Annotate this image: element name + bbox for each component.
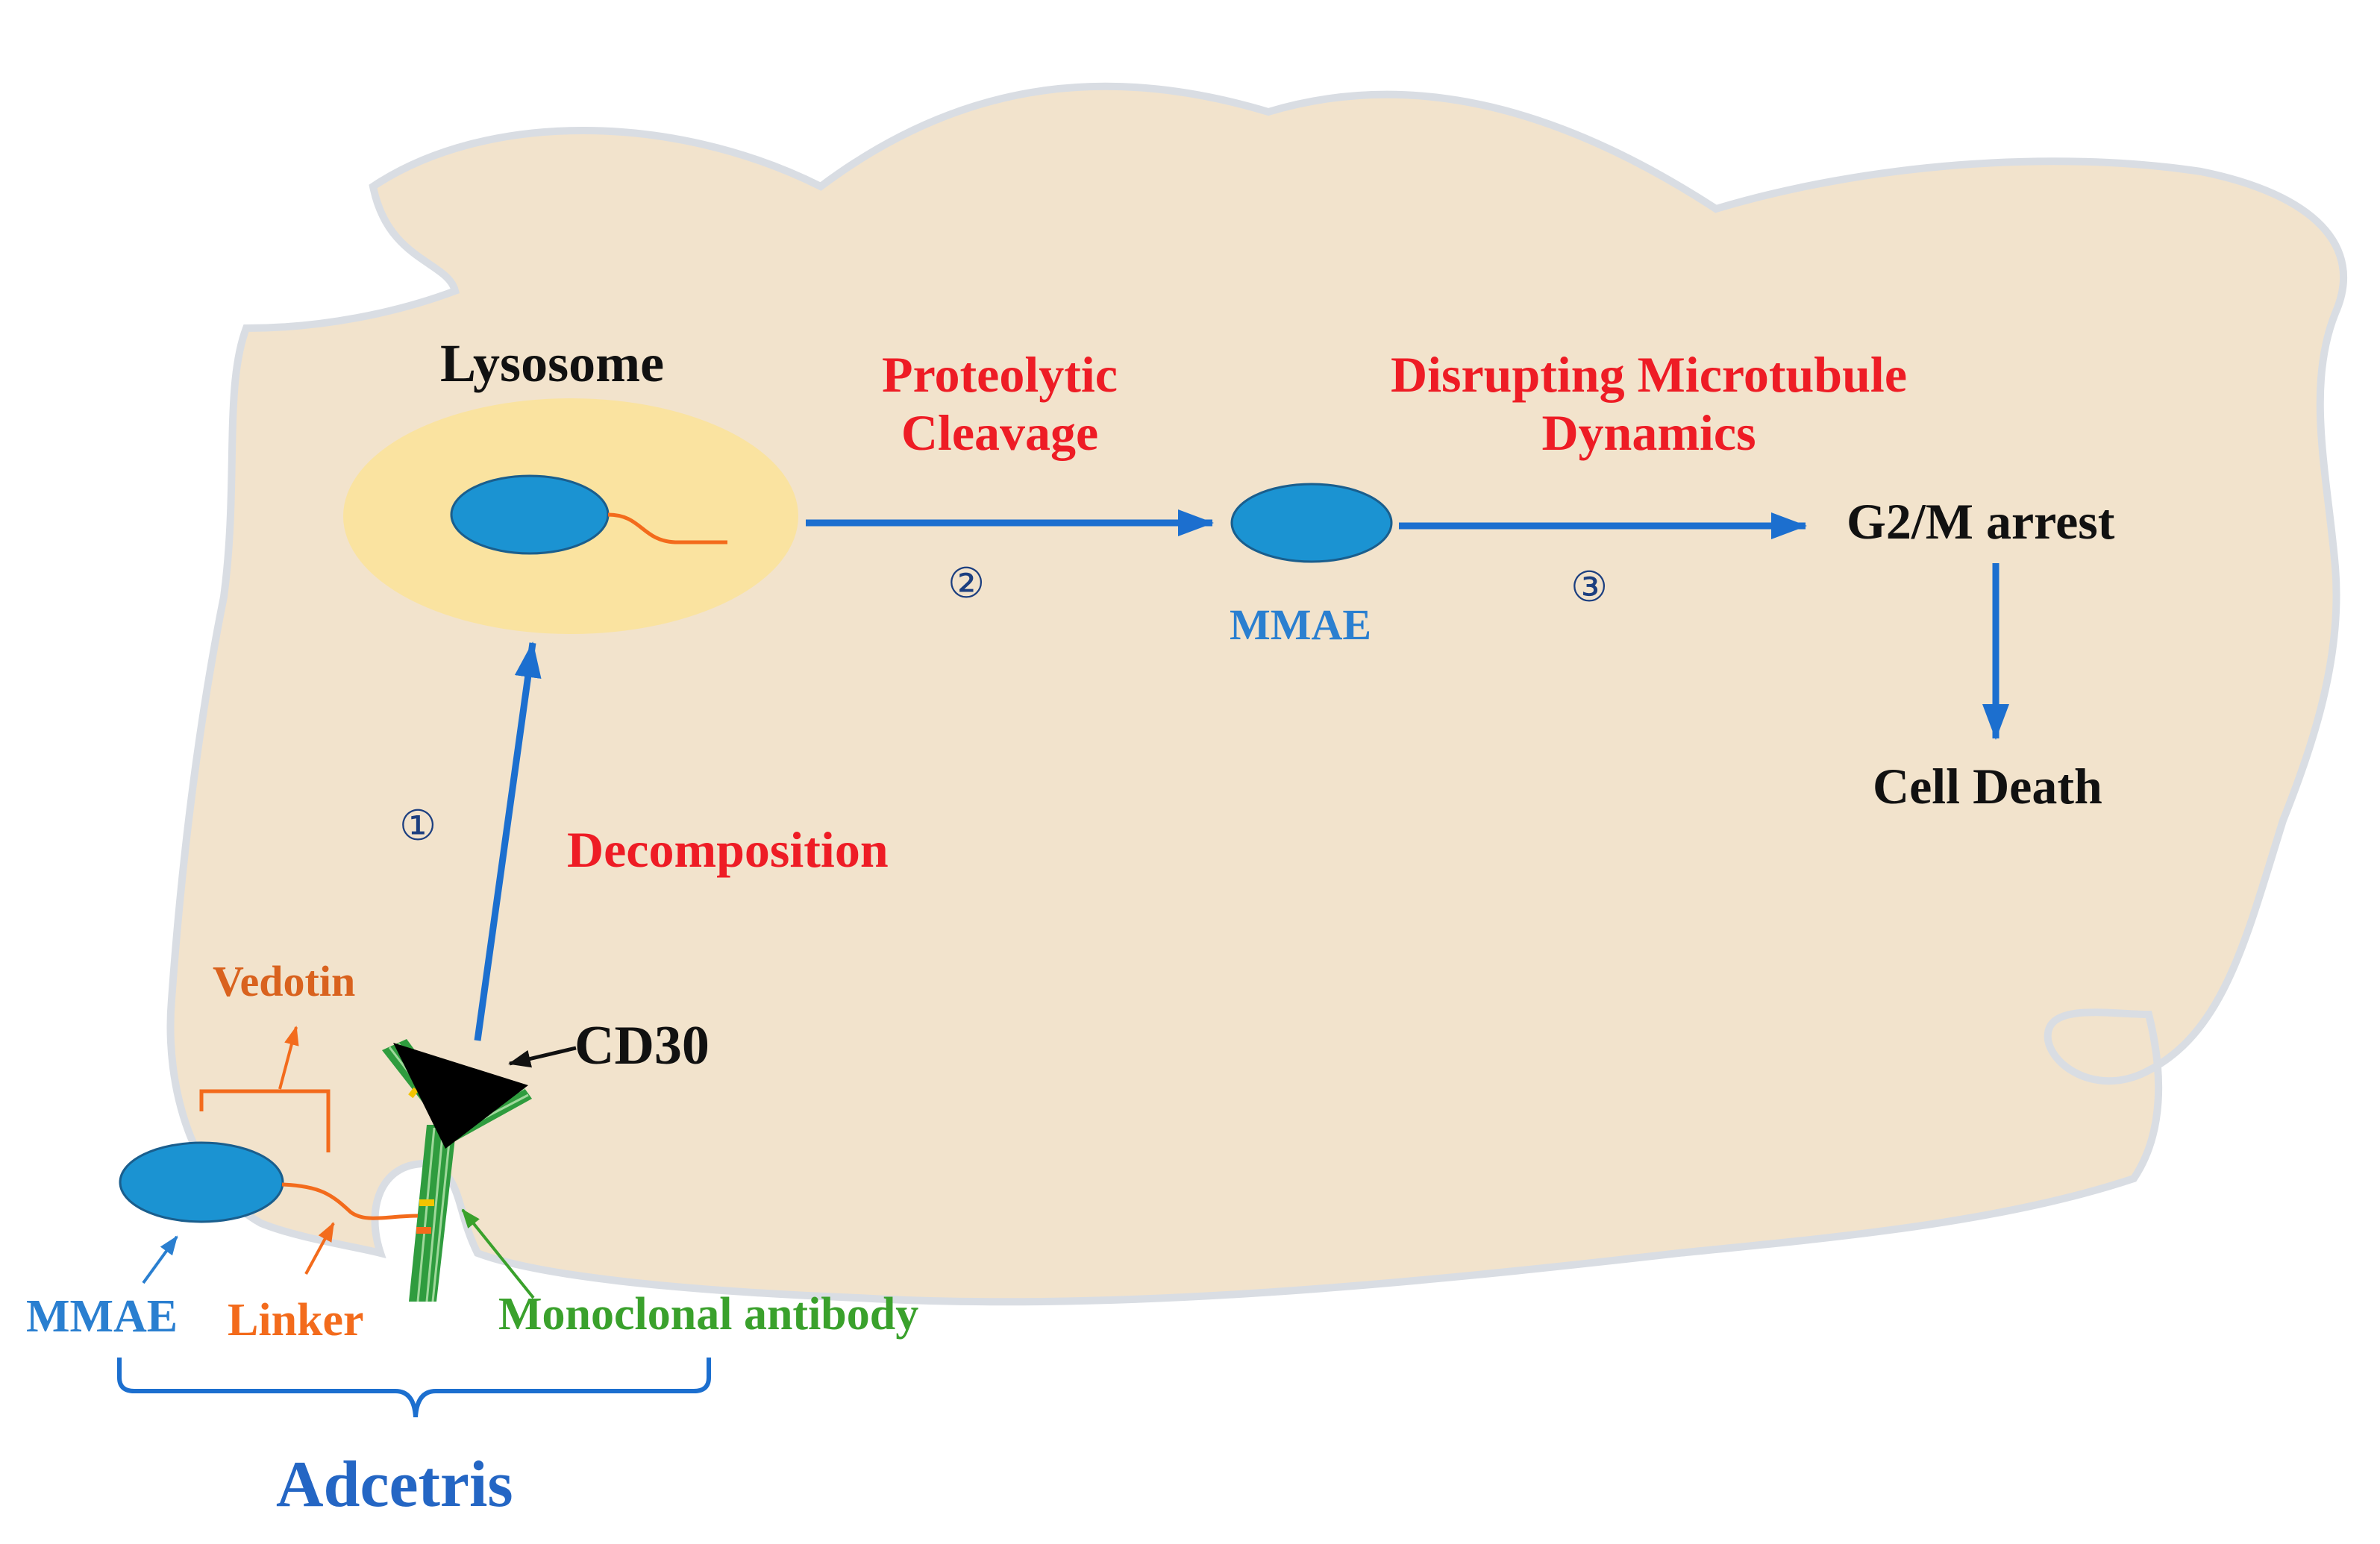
disrupting-microtubule-label: Disrupting Microtubule Dynamics — [1321, 345, 1977, 462]
cd30-pointer-arrow — [508, 1046, 577, 1068]
lysosome-linker — [607, 512, 727, 545]
vedotin-label: Vedotin — [213, 957, 356, 1005]
disrupting-line-1: Disrupting Microtubule — [1390, 346, 1908, 403]
step-1-marker: ① — [399, 802, 437, 850]
adc-linker — [281, 1182, 419, 1220]
vedotin-bracket — [199, 1089, 331, 1152]
adcetris-brace — [117, 1358, 711, 1418]
antibody-pointer-arrow — [461, 1208, 535, 1299]
cd30-receptor — [393, 1043, 528, 1149]
linker-label: Linker — [228, 1295, 364, 1346]
decomposition-label: Decomposition — [567, 821, 889, 878]
monoclonal-antibody-label: Monoclonal antibody — [498, 1289, 919, 1340]
vedotin-arrow — [278, 1026, 299, 1090]
g2m-arrest-label: G2/M arrest — [1847, 493, 2115, 550]
free-mmae-label: MMAE — [1230, 600, 1372, 649]
proteolytic-line-2: Cleavage — [901, 404, 1099, 462]
mmae-pointer-arrow — [142, 1235, 178, 1284]
lysosome-mmae-blob — [450, 474, 610, 555]
adc-mmae-blob — [119, 1141, 284, 1223]
proteolytic-cleavage-label: Proteolytic Cleavage — [843, 345, 1156, 462]
step-2-marker: ② — [948, 559, 986, 608]
arrow-step1 — [474, 641, 542, 1041]
cell-death-label: Cell Death — [1873, 758, 2102, 815]
disrupting-line-2: Dynamics — [1541, 404, 1756, 462]
free-mmae-blob — [1230, 483, 1393, 563]
proteolytic-line-1: Proteolytic — [882, 346, 1118, 403]
cell-membrane — [166, 82, 2347, 1306]
adcetris-label: Adcetris — [276, 1449, 513, 1521]
mmae-component-label: MMAE — [26, 1291, 178, 1342]
lysosome-label: Lysosome — [440, 333, 665, 393]
linker-pointer-arrow — [304, 1222, 335, 1275]
cd30-label: CD30 — [574, 1015, 710, 1076]
step-3-marker: ③ — [1571, 563, 1609, 612]
